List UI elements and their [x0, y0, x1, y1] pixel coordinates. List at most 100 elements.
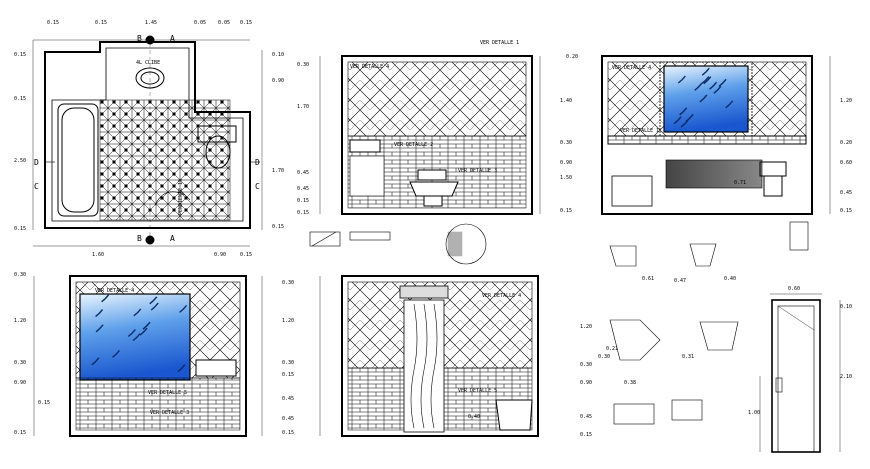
dim-elevA-1: 0.30: [297, 62, 310, 68]
dim-elevC-right-2: 1.20: [282, 318, 295, 324]
floor-plan: [32, 35, 263, 247]
mirror-strokes: [91, 67, 734, 373]
note-detalle4-d: VER DETALLE 4: [482, 293, 522, 299]
mirror-stroke: [112, 349, 121, 358]
dim-elevB-left-1: 0.20: [566, 54, 579, 60]
dim-elevA-2: 1.70: [297, 104, 310, 110]
dim-elevD-3: 0.90: [580, 380, 593, 386]
dim-plan-left-3: 2.50: [14, 158, 27, 164]
dim-fixture-5: 0.21: [606, 346, 619, 352]
dim-fixture-2: 0.47: [674, 278, 687, 284]
dim-elevD-2: 0.30: [580, 362, 593, 368]
section-mark-a-bottom: A: [170, 234, 175, 243]
dim-plan-left-2: 0.15: [14, 96, 27, 102]
dim-elevB-right-3: 0.60: [840, 160, 853, 166]
note-detalle4-b: VER DETALLE 4: [612, 65, 652, 71]
dim-door-handle: 1.00: [748, 410, 761, 416]
section-mark-b-top: B: [137, 34, 142, 43]
mirror-stroke: [177, 364, 186, 373]
dim-elevB-right-5: 0.15: [840, 208, 853, 214]
dim-elevB-left-6: 0.15: [560, 208, 573, 214]
dim-plan-left-4: 0.15: [14, 226, 27, 232]
dim-plan-bottom-1: 1.60: [92, 252, 105, 258]
dim-elevC-right-5: 0.45: [282, 396, 295, 402]
mirror-stroke: [699, 94, 708, 103]
note-detalle3-c: VER DETALLE 3: [150, 410, 190, 416]
dim-elevC-right-1: 0.30: [282, 280, 295, 286]
mirror-stroke: [132, 333, 141, 342]
dim-plan-top-4: 0.05: [194, 20, 207, 26]
dim-fixture-4: 0.30: [598, 354, 611, 360]
mirror-stroke: [95, 324, 104, 333]
elevation-bottom-left: [33, 275, 263, 437]
dim-elevB-right-2: 0.20: [840, 140, 853, 146]
dim-plan-top-2: 0.15: [95, 20, 108, 26]
dim-plan-top-1: 0.15: [47, 20, 60, 26]
dim-elevC-right-3: 0.30: [282, 360, 295, 366]
section-mark-b-bottom: B: [137, 234, 142, 243]
dim-elevC-left-6: 0.15: [14, 430, 27, 436]
dim-elevC-left-1: 0.30: [14, 272, 27, 278]
dim-elevB-left-2: 1.40: [560, 98, 573, 104]
mirror-stroke: [679, 107, 688, 116]
mirror-stroke: [673, 116, 682, 125]
dim-fixture-8: 0.40: [468, 414, 481, 420]
section-mark-d-left: D: [34, 158, 39, 167]
dim-elevA-3: 0.45: [297, 170, 310, 176]
mirror-stroke: [713, 85, 722, 94]
mirror-stroke: [150, 302, 159, 311]
dim-elevD-5: 0.15: [580, 432, 593, 438]
dim-elevB-left-3: 0.30: [560, 140, 573, 146]
dim-elevC-left-2: 1.20: [14, 318, 27, 324]
dim-plan-bottom-2: 0.90: [214, 252, 227, 258]
mirror-stroke: [127, 329, 136, 338]
mirror-stroke: [703, 76, 712, 85]
section-mark-d-right: D: [255, 158, 260, 167]
section-mark-c-right: C: [255, 182, 260, 191]
mirror-stroke: [101, 294, 110, 303]
dim-elevA-6: 0.15: [297, 210, 310, 216]
dim-fixture-3: 0.40: [724, 276, 737, 282]
dim-door-top: 0.10: [840, 304, 853, 310]
elevation-bottom-middle: [319, 275, 539, 437]
dim-plan-top-3: 1.45: [145, 20, 158, 26]
note-detalle5-c: VER DETALLE 5: [148, 390, 188, 396]
dim-plan-right-4: 0.15: [272, 224, 285, 230]
dim-elevC-right-6: 0.45: [282, 416, 295, 422]
dim-plan-bottom-3: 0.15: [240, 252, 253, 258]
mirror-stroke: [142, 321, 151, 330]
dim-door-height: 2.10: [840, 374, 853, 380]
dim-plan-right-1: 0.10: [272, 52, 285, 58]
dim-elevA-4: 0.45: [297, 186, 310, 192]
note-detalle1-b: VER DETALLE 1: [620, 128, 660, 134]
dim-elevB-left-4: 0.90: [560, 160, 573, 166]
mirror-stroke: [718, 78, 727, 87]
dim-elevC-right-4: 0.15: [282, 372, 295, 378]
mirror-stroke: [133, 308, 142, 317]
note-detalle5-d: VER DETALLE 5: [458, 388, 498, 394]
mirror-stroke: [709, 81, 718, 90]
dim-elevB-right-1: 1.20: [840, 98, 853, 104]
mirror-stroke: [95, 309, 104, 318]
dim-plan-left-1: 0.15: [14, 52, 27, 58]
mirror-stroke: [677, 75, 686, 84]
dim-plan-right-2: 0.90: [272, 78, 285, 84]
note-mueble: 0.71: [734, 180, 747, 186]
elevation-top-middle: [319, 55, 533, 215]
mirror-stroke: [139, 327, 148, 336]
dim-elevB-left-5: 1.50: [560, 175, 573, 181]
mirror-stroke: [701, 67, 710, 76]
dim-elevC-right-7: 0.15: [282, 430, 295, 436]
mirror-stroke: [685, 113, 694, 122]
mirror-stroke: [149, 296, 158, 305]
door-elevation: [759, 293, 841, 453]
note-detalle3-a: VER DETALLE 3: [458, 168, 498, 174]
dim-plan-top-6: 0.15: [240, 20, 253, 26]
mirror-stroke: [701, 76, 710, 85]
dim-plan-right-3: 1.70: [272, 168, 285, 174]
dim-elevD-1: 1.20: [580, 324, 593, 330]
note-detalle4-c: VER DETALLE 4: [95, 288, 135, 294]
section-mark-c-left: C: [34, 182, 39, 191]
dim-elevA-5: 0.15: [297, 198, 310, 204]
